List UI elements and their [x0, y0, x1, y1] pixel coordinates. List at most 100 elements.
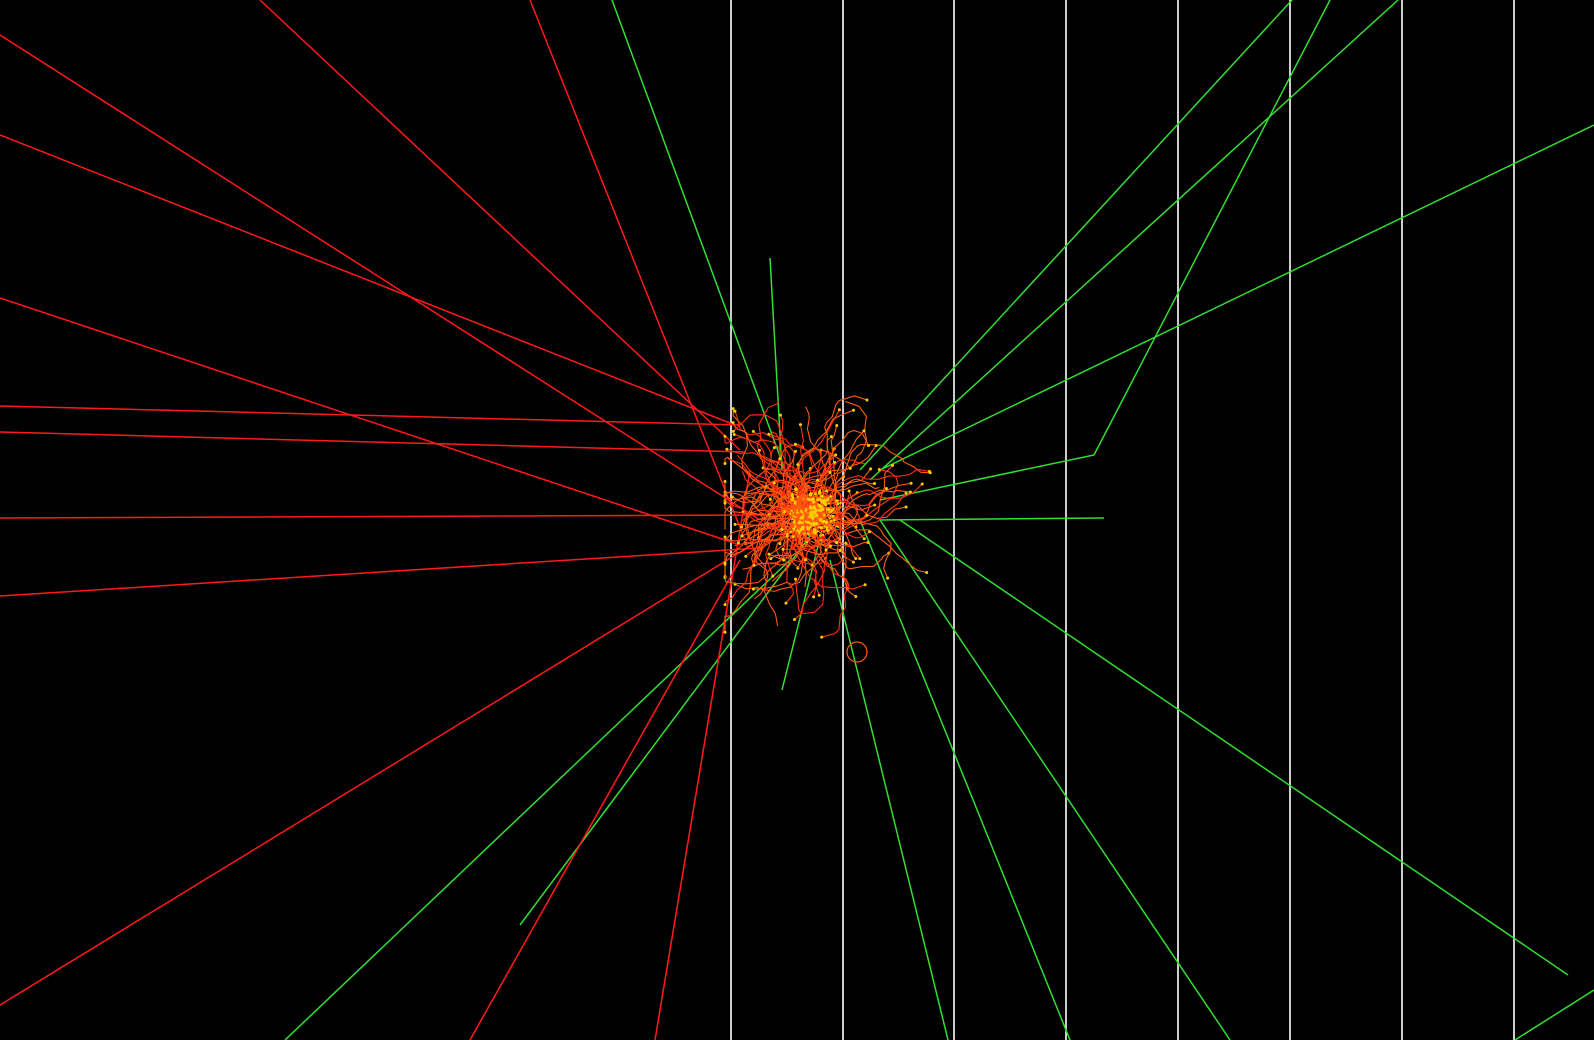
- step-point: [834, 453, 838, 457]
- step-point: [801, 525, 805, 529]
- step-point: [793, 512, 797, 517]
- shower-track: [835, 478, 875, 488]
- step-point: [780, 509, 784, 513]
- step-point: [804, 533, 807, 537]
- step-point: [839, 501, 842, 505]
- step-point: [829, 511, 832, 514]
- step-point: [829, 435, 833, 439]
- step-point: [848, 466, 852, 470]
- shower-track: [765, 509, 786, 577]
- charged-track: [0, 297, 741, 546]
- step-point: [804, 488, 808, 492]
- step-point: [837, 408, 841, 412]
- step-point: [808, 506, 813, 510]
- shower-track: [733, 525, 780, 547]
- step-point: [847, 489, 851, 493]
- step-point: [834, 516, 838, 520]
- step-point: [802, 529, 806, 534]
- step-point: [799, 512, 803, 517]
- step-point: [820, 499, 825, 503]
- step-point: [768, 497, 772, 501]
- step-point: [805, 540, 809, 544]
- step-point: [812, 505, 816, 509]
- step-point: [815, 514, 819, 518]
- step-point: [798, 532, 801, 535]
- step-point: [751, 429, 755, 433]
- step-point: [789, 512, 792, 515]
- step-point: [813, 509, 818, 513]
- step-point: [832, 509, 837, 514]
- step-point: [786, 506, 790, 510]
- step-point: [789, 516, 793, 520]
- shower-track: [782, 539, 822, 551]
- step-point: [811, 497, 816, 501]
- step-point: [819, 514, 824, 519]
- charged-track: [469, 559, 741, 1040]
- step-point: [744, 554, 748, 558]
- step-point: [723, 434, 727, 438]
- step-point: [740, 525, 744, 529]
- particle-shower: [723, 395, 932, 663]
- step-point: [837, 508, 841, 511]
- neutral-track: [869, 0, 1399, 481]
- step-point: [807, 523, 811, 527]
- shower-track: [788, 544, 818, 598]
- step-point: [829, 495, 832, 498]
- step-point: [838, 505, 842, 509]
- step-point: [725, 447, 729, 451]
- neutral-track: [879, 519, 1231, 1040]
- step-point: [821, 519, 826, 524]
- step-point: [821, 533, 825, 536]
- step-point: [790, 509, 793, 512]
- step-point: [794, 517, 798, 521]
- step-point: [831, 520, 835, 524]
- neutral-track: [879, 124, 1594, 471]
- step-point: [816, 511, 819, 514]
- step-point: [794, 487, 798, 491]
- step-point: [798, 423, 802, 427]
- step-point: [784, 526, 788, 531]
- step-point: [825, 508, 829, 511]
- step-point: [784, 601, 788, 605]
- shower-track: [831, 524, 857, 597]
- shower-track: [753, 523, 834, 590]
- shower-track: [728, 458, 783, 514]
- shower-track: [724, 512, 789, 605]
- step-point: [789, 530, 793, 533]
- step-point: [824, 548, 828, 552]
- step-point: [804, 482, 808, 486]
- step-point: [799, 537, 803, 541]
- step-point: [807, 527, 811, 531]
- neutral-track: [1514, 989, 1594, 1040]
- step-point: [827, 502, 831, 505]
- step-point: [822, 511, 826, 514]
- step-point: [731, 429, 735, 433]
- step-point: [781, 547, 785, 551]
- step-point: [873, 482, 877, 486]
- step-point: [823, 495, 826, 498]
- step-point: [817, 526, 820, 529]
- step-point: [891, 463, 895, 467]
- step-point: [723, 562, 727, 566]
- step-point: [723, 630, 727, 634]
- charged-tracks: [0, 0, 771, 1040]
- shower-track: [799, 472, 831, 494]
- shower-track: [784, 468, 811, 521]
- step-point: [828, 470, 832, 474]
- shower-track: [812, 531, 850, 638]
- step-point: [838, 549, 842, 553]
- step-point: [868, 530, 872, 534]
- step-point: [782, 558, 786, 562]
- step-point: [723, 535, 727, 539]
- step-point: [877, 467, 881, 471]
- step-point: [805, 518, 809, 521]
- step-point: [793, 509, 797, 513]
- step-point: [854, 594, 858, 598]
- step-point: [782, 520, 786, 524]
- step-point: [812, 527, 817, 532]
- neutral-track: [769, 257, 783, 471]
- step-point: [790, 497, 795, 502]
- step-point: [806, 497, 809, 501]
